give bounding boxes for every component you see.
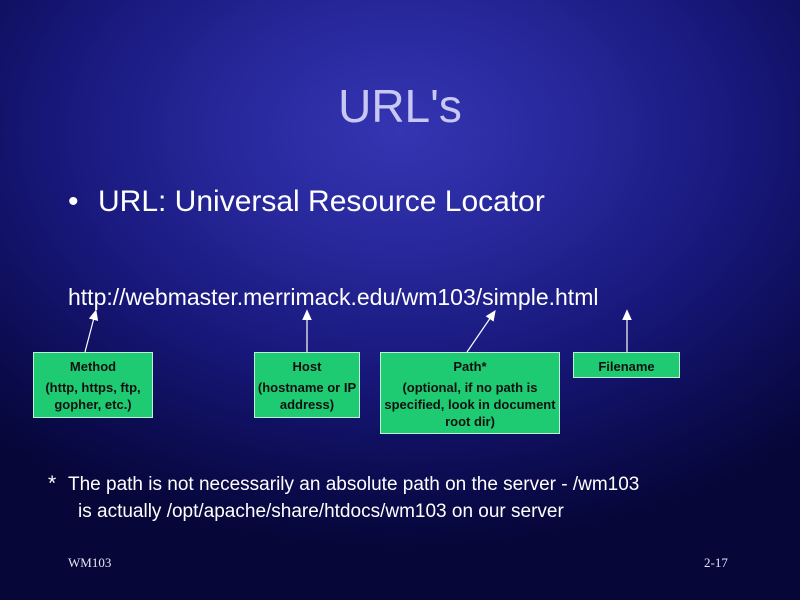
footnote: * The path is not necessarily an absolute… <box>48 470 639 525</box>
bullet-symbol: • <box>68 185 79 218</box>
method-box: Method (http, https, ftp, gopher, etc.) <box>33 352 153 418</box>
path-arrow <box>466 310 496 353</box>
footer-page-number: 2-17 <box>704 555 728 570</box>
url-example: http://webmaster.merrimack.edu/wm103/sim… <box>68 284 599 310</box>
path-box-title: Path* <box>453 359 487 374</box>
method-arrow <box>84 309 99 353</box>
slide-title: URL's <box>338 80 462 132</box>
footnote-asterisk: * <box>48 472 57 495</box>
filename-box-title: Filename <box>598 359 655 374</box>
path-box: Path* (optional, if no path is specified… <box>380 352 560 434</box>
footnote-line-2: is actually /opt/apache/share/htdocs/wm1… <box>78 501 564 522</box>
bullet-item: • URL: Universal Resource Locator <box>68 184 545 220</box>
method-box-desc: (http, https, ftp, gopher, etc.) <box>45 380 141 412</box>
footnote-line-1: The path is not necessarily an absolute … <box>68 474 640 495</box>
bullet-text: URL: Universal Resource Locator <box>98 185 545 218</box>
path-box-desc: (optional, if no path is specified, look… <box>384 380 556 429</box>
host-box-title: Host <box>292 359 322 374</box>
host-box-desc: (hostname or IP address) <box>257 380 357 412</box>
method-box-title: Method <box>69 359 117 374</box>
footer-course: WM103 <box>68 555 112 570</box>
host-box: Host (hostname or IP address) <box>254 352 360 418</box>
filename-box: Filename <box>573 352 680 378</box>
